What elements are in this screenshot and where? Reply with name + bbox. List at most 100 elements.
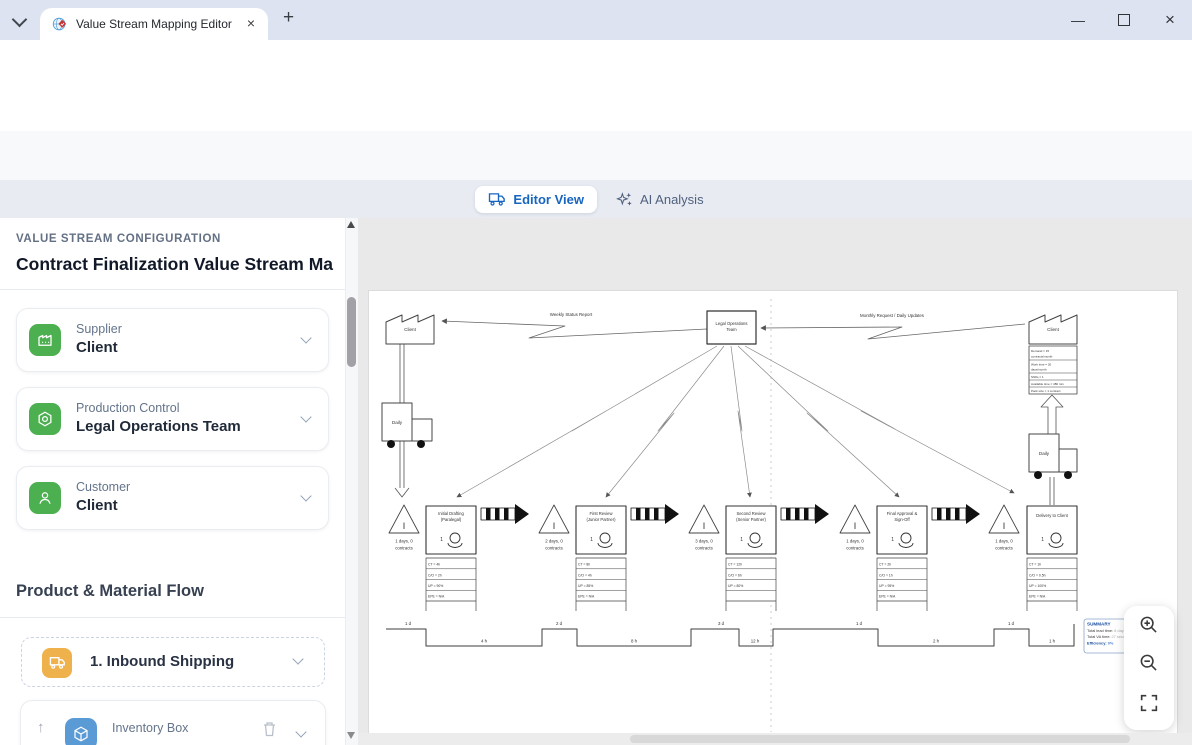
zoom-out-icon[interactable] [1138, 652, 1160, 674]
inventory-triangle-4[interactable]: I 1 days, 0 contracts [839, 504, 871, 551]
right-truck-node[interactable]: Daily [1028, 433, 1078, 479]
inventory-triangle-2[interactable]: I 2 days, 0 contracts [538, 504, 570, 551]
timeline: 1 d 2 d 3 d 1 d 1 d 4 h 8 h 12 h 2 h 1 h [386, 621, 1075, 647]
configuration-sidebar: VALUE STREAM CONFIGURATION Contract Fina… [0, 218, 345, 745]
process-first-review[interactable]: First Review (Junior Partner) 1 [575, 505, 627, 555]
inventory-symbol: I [703, 521, 706, 531]
customer-data-box[interactable]: Demand = 15 contracts/month Work time = … [1028, 345, 1078, 395]
customer-factory-node[interactable]: Client [1028, 314, 1078, 345]
inventory-triangle-1[interactable]: I 1 days, 0 contracts [388, 504, 420, 551]
weekly-status-flow[interactable]: Weekly Status Report [441, 312, 708, 339]
zoom-in-icon[interactable] [1138, 614, 1160, 636]
supplier-value: Client [76, 339, 118, 356]
production-control-value: Legal Operations Team [76, 418, 241, 435]
chevron-down-icon[interactable] [300, 490, 312, 502]
inventory-amount: 3 days, 0 [695, 539, 713, 544]
summary-title: SUMMARY [1087, 622, 1111, 627]
vsm-diagram: Weekly Status Report Monthly Request / D… [381, 299, 1138, 732]
zoom-control-panel [1124, 606, 1174, 730]
tab-editor-view[interactable]: Editor View [475, 185, 597, 213]
left-truck-node[interactable]: Daily [381, 402, 433, 448]
view-tab-bar: Editor View AI Analysis [0, 180, 1192, 219]
chevron-down-icon[interactable] [300, 411, 312, 423]
inventory-symbol: I [854, 521, 857, 531]
customer-data-row: days/month [1031, 368, 1047, 372]
data-row: EPE = N/A [428, 595, 445, 599]
production-control-card[interactable]: Production Control Legal Operations Team [16, 387, 329, 451]
customer-data-row: Demand = 15 [1031, 349, 1049, 353]
browser-tab[interactable]: Value Stream Mapping Editor × [40, 8, 268, 40]
tab-close-icon[interactable]: × [246, 15, 256, 31]
data-box-second-review[interactable]: CT = 12h C/O = 6h UP = 80% [725, 557, 777, 611]
data-row: EPE = N/A [879, 595, 896, 599]
process-final-approval[interactable]: Final Approval & Sign-Off 1 [876, 505, 928, 555]
chevron-down-icon[interactable] [295, 726, 307, 738]
inventory-amount: 1 days, 0 [995, 539, 1013, 544]
inventory-amount: 1 days, 0 [395, 539, 413, 544]
tab-title: Value Stream Mapping Editor [76, 17, 232, 31]
data-row: C/O = 2h [428, 573, 442, 577]
person-icon [29, 482, 61, 514]
tab-search-chevron-icon[interactable] [11, 11, 28, 28]
push-arrows [480, 504, 980, 524]
data-row: UP = 90% [428, 584, 443, 588]
data-row: EPE = N/A [1029, 595, 1046, 599]
fullscreen-icon[interactable] [1138, 692, 1160, 714]
new-tab-icon[interactable]: + [283, 7, 295, 28]
customer-data-row: contracts/month [1031, 355, 1053, 359]
scroll-up-icon[interactable] [347, 221, 355, 228]
value-stream-title: Contract Finalization Value Stream Ma [16, 254, 334, 274]
diagram-page[interactable]: Weekly Status Report Monthly Request / D… [368, 290, 1178, 735]
data-row: EPE = N/A [578, 595, 595, 599]
process-delivery[interactable]: Delivery to Client 1 [1026, 505, 1078, 555]
data-row: CT = 1h [1029, 563, 1041, 567]
supplier-label: Supplier [76, 322, 122, 336]
data-row: UP = 85% [578, 584, 593, 588]
operator-count: 1 [590, 537, 593, 543]
timeline-proc-label: 8 h [631, 639, 638, 644]
process-initial-drafting[interactable]: Initial Drafting (Paralegal) 1 [425, 505, 477, 555]
supplier-factory-node[interactable]: Client [385, 314, 435, 345]
window-minimize-icon[interactable]: — [1071, 12, 1085, 28]
customer-data-row: Pack size = 1 contract [1031, 389, 1061, 393]
tab-ai-analysis[interactable]: AI Analysis [603, 185, 717, 214]
data-row: C/O = 4h [578, 573, 592, 577]
inventory-box-item[interactable]: ↑ Inventory Box [20, 700, 326, 745]
canvas-hscrollbar[interactable] [358, 733, 1192, 745]
inventory-symbol: I [553, 521, 556, 531]
scroll-down-icon[interactable] [347, 732, 355, 739]
data-box-first-review[interactable]: CT = 8h C/O = 4h UP = 85% EPE = N/A [575, 557, 627, 611]
data-row: CT = 2h [879, 563, 891, 567]
customer-card[interactable]: Customer Client [16, 466, 329, 530]
inbound-shipping-item[interactable]: 1. Inbound Shipping [21, 637, 325, 687]
chevron-down-icon[interactable] [292, 653, 304, 665]
operator-count: 1 [740, 537, 743, 543]
timeline-wait-label: 1 d [856, 621, 863, 626]
customer-name: Client [1047, 327, 1059, 332]
process-second-review[interactable]: Second Review (Senior Partner) 1 [725, 505, 777, 555]
inventory-triangle-3[interactable]: I 3 days, 0 contracts [688, 504, 720, 551]
inventory-unit: contracts [846, 546, 863, 551]
process-name: (Paralegal) [441, 517, 462, 522]
operator-count: 1 [1041, 537, 1044, 543]
data-box-delivery[interactable]: CT = 1h C/O = 0.5h UP = 100% EPE = N/A [1026, 557, 1078, 611]
app-header: Value Stream Mapping Editor Powered by V… [0, 85, 1192, 209]
production-control-line1: Legal Operations [716, 321, 748, 326]
move-up-icon[interactable]: ↑ [37, 719, 45, 736]
truck-icon [489, 192, 506, 206]
timeline-proc-label: 4 h [481, 639, 488, 644]
production-control-node[interactable]: Legal Operations Team [706, 310, 757, 345]
timeline-proc-label: 1 h [1049, 639, 1056, 644]
window-close-icon[interactable]: × [1165, 10, 1175, 29]
inventory-triangle-5[interactable]: I 1 days, 0 contracts [988, 504, 1020, 551]
window-maximize-icon[interactable] [1107, 0, 1141, 40]
supplier-card[interactable]: Supplier Client [16, 308, 329, 372]
monthly-request-flow[interactable]: Monthly Request / Daily Updates [760, 313, 1026, 340]
right-shipment-label: Daily [1039, 451, 1050, 456]
chevron-down-icon[interactable] [300, 332, 312, 344]
data-box-final-approval[interactable]: CT = 2h C/O = 1h UP = 95% EPE = N/A [876, 557, 928, 611]
trash-icon[interactable] [262, 721, 277, 737]
sidebar-scrollbar-thumb[interactable] [347, 297, 356, 367]
data-box-initial-drafting[interactable]: CT = 4h C/O = 2h UP = 90% EPE = N/A [425, 557, 477, 611]
canvas-hscrollbar-thumb[interactable] [630, 735, 1130, 743]
